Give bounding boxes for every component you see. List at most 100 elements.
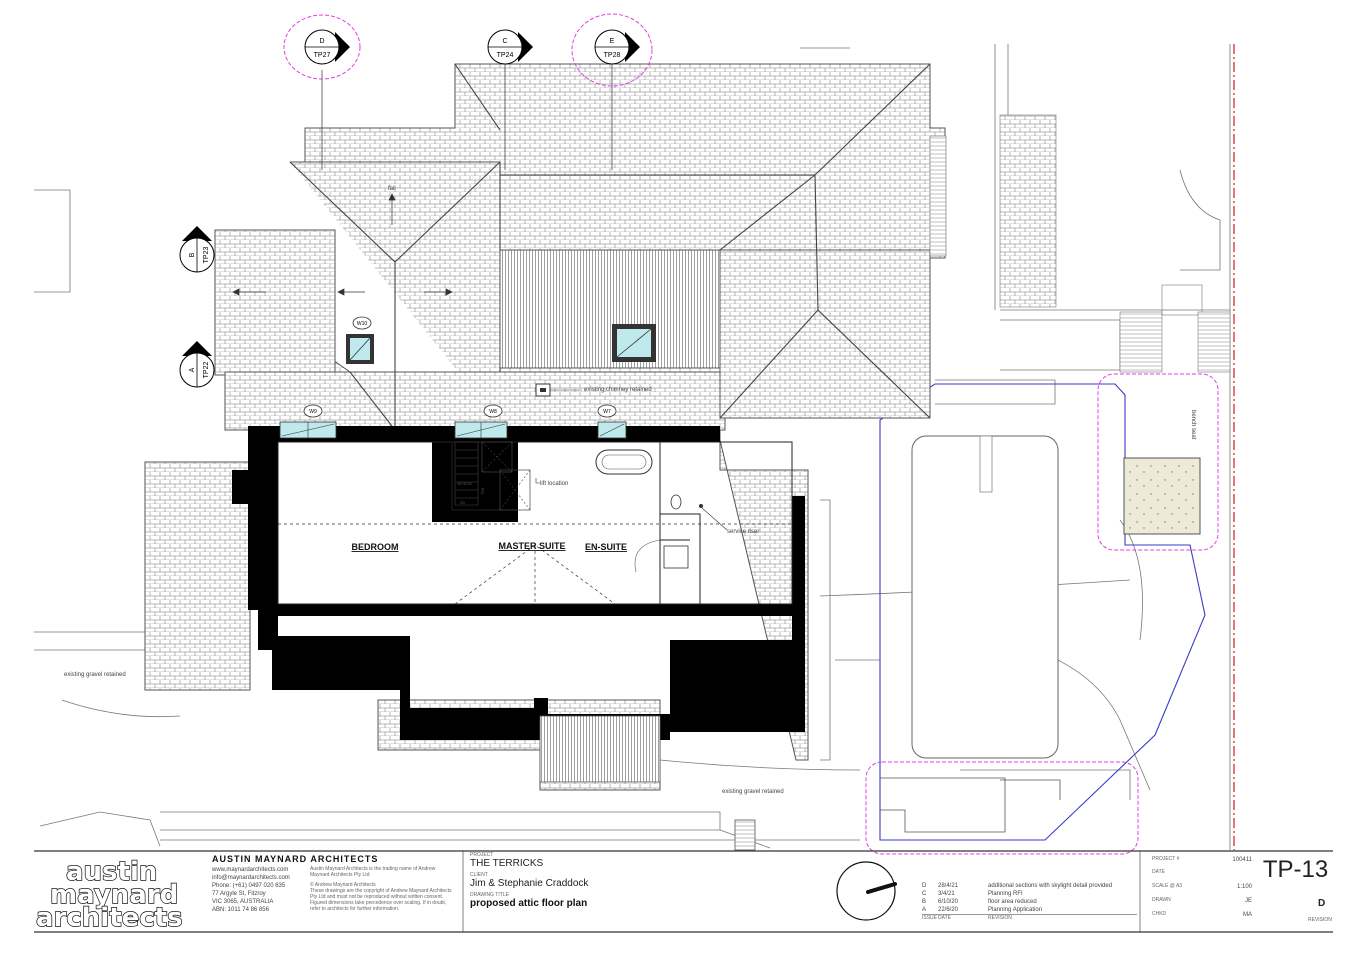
riser-dot: [699, 504, 703, 508]
meta-scale: SCALE @ A3 1:100: [1152, 883, 1252, 891]
firm-copyright-note: These drawings are the copyright of Andr…: [310, 888, 452, 912]
section-marker-e: [571, 13, 653, 170]
rev-col-date: DATE: [938, 915, 951, 921]
lift-location-cross: [499, 469, 531, 511]
logo-line-1: austin: [66, 857, 157, 887]
section-c-ref: TP24: [497, 52, 514, 59]
pool-steps: [979, 435, 993, 493]
window-tag-w10: [352, 316, 372, 330]
window-tag-w9: [303, 404, 323, 418]
lift-cross: [481, 441, 513, 473]
rev-id: B: [922, 899, 927, 905]
meta-block: PROJECT # 100411 DATE SCALE @ A3 1:100 D…: [1152, 856, 1252, 936]
firm-street: 77 Argyle St, Fitzroy: [212, 891, 266, 897]
rev-date: 22/6/20: [938, 907, 959, 913]
neighbour-stair-2: [1197, 311, 1231, 373]
neighbour-stair: [1119, 311, 1163, 373]
title-block-frame: [34, 850, 1333, 933]
planter: [1123, 457, 1201, 535]
firm-web[interactable]: www.maynardarchitects.com: [212, 867, 289, 873]
rev-id: D: [922, 883, 927, 889]
meta-scale-value: 1:100: [1236, 884, 1252, 890]
logo-line-2: maynard: [50, 880, 178, 910]
note-fan: fan: [480, 487, 485, 494]
window-tag-w8: [483, 404, 503, 418]
meta-checked-value: MA: [1243, 912, 1252, 918]
firm-copyright: © Andrew Maynard Architects: [310, 882, 376, 888]
window-label-w10: W10: [357, 321, 368, 327]
label-bedroom: BEDROOM: [352, 542, 399, 552]
plan-notes: existing chimney retained lift location …: [64, 186, 1196, 795]
section-marker-a: [179, 341, 215, 388]
firm-city: VIC 3065, AUSTRALIA: [212, 899, 274, 905]
sheet-revision: D: [1318, 898, 1326, 909]
label-master-suite: MASTER SUITE: [498, 541, 565, 551]
section-a-letter: A: [189, 367, 196, 372]
section-e-letter: E: [610, 38, 615, 45]
note-chimney: existing chimney retained: [584, 387, 652, 393]
rev-desc: floor area reduced: [988, 899, 1037, 905]
client-label: CLIENT: [470, 872, 488, 878]
firm-email[interactable]: info@maynardarchitects.com: [212, 875, 290, 881]
rev-id: C: [922, 891, 927, 897]
firm-trading-note: Austin Maynard Architects is the trading…: [310, 866, 436, 878]
firm-block: AUSTIN MAYNARD ARCHITECTS www.maynardarc…: [212, 852, 462, 932]
note-fall: fall: [388, 186, 396, 192]
rev-date: 28/4/21: [938, 883, 959, 889]
section-e-ref: TP28: [604, 52, 621, 59]
rev-id: A: [922, 907, 927, 913]
client-name: Jim & Stephanie Craddock: [470, 878, 589, 889]
revision-row: C 3/4/21 Planning RFI: [922, 890, 1137, 898]
revision-row: B 6/10/20 floor area reduced: [922, 898, 1137, 906]
attic-walls: [232, 426, 805, 740]
revision-table: D 28/4/21 additional sections with skyli…: [922, 882, 1137, 962]
firm-abn: ABN: 1011 74 86 856: [212, 907, 269, 913]
riser-leader: [701, 507, 728, 531]
rev-col-revision: REVISION: [988, 915, 1012, 921]
project-label: PROJECT: [470, 852, 494, 858]
rev-desc: Planning RFI: [988, 891, 1023, 897]
bathtub-inner: [601, 454, 647, 470]
section-b-ref: TP23: [203, 247, 210, 264]
section-c-letter: C: [502, 38, 507, 45]
toilet: [670, 494, 682, 510]
meta-checked: CHKD MA: [1152, 911, 1252, 919]
room-labels: BEDROOM MASTER SUITE EN-SUITE: [352, 541, 628, 552]
revision-row: A 22/6/20 Planning Application: [922, 906, 1137, 914]
roof-gutter: [929, 135, 947, 257]
note-gravel-south: existing gravel retained: [722, 789, 784, 795]
stair: [454, 441, 479, 506]
section-d-ref: TP27: [314, 52, 331, 59]
meta-project-no-label: PROJECT #: [1152, 856, 1180, 862]
window-label-w7: W7: [603, 409, 611, 415]
door-swing: [634, 539, 661, 573]
drawing-title-label: DRAWING TITLE: [470, 892, 509, 898]
project-block: PROJECT THE TERRICKS CLIENT Jim & Stepha…: [470, 852, 810, 932]
basin: [663, 545, 689, 569]
rev-col-issue: ISSUE: [922, 915, 938, 921]
drawing-title: proposed attic floor plan: [470, 898, 588, 909]
sheet-number: TP-13: [1262, 856, 1329, 883]
section-d-letter: D: [319, 38, 324, 45]
note-gravel-west: existing gravel retained: [64, 672, 126, 678]
note-bench: bench seat: [1190, 410, 1196, 440]
section-marker-b: [179, 226, 215, 273]
window-tags: W10 W9 W8 W7: [303, 316, 617, 418]
lift-location: [499, 469, 531, 511]
meta-project-no: PROJECT # 100411: [1152, 856, 1252, 864]
revision-header: ISSUE DATE REVISION: [922, 914, 1137, 921]
logo-line-3: architects: [36, 903, 183, 933]
note-dn: dn: [460, 500, 466, 505]
revision-row: D 28/4/21 additional sections with skyli…: [922, 882, 1137, 890]
lift-shaft: [481, 441, 513, 473]
section-marker-d: [283, 14, 361, 170]
lower-structure: [539, 715, 1061, 851]
section-marker-c: [487, 29, 533, 170]
attic-ceiling-lines: [278, 523, 792, 605]
meta-drawn: DRAWN JE: [1152, 897, 1252, 905]
window-tag-w7: [597, 404, 617, 418]
meta-project-no-value: 100411: [1232, 857, 1252, 863]
meta-drawn-value: JE: [1244, 898, 1252, 904]
